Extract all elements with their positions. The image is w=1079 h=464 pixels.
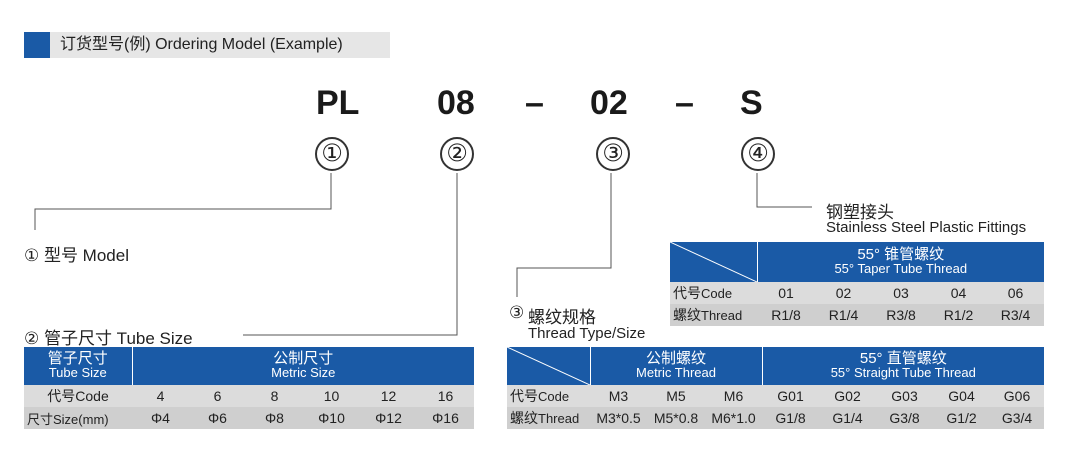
metric-thread-en: Metric Thread (636, 365, 716, 380)
thread-size: M5*0.8 (653, 410, 699, 426)
tube-code: 12 (380, 388, 397, 404)
straight-thread-en: 55° Straight Tube Thread (830, 365, 976, 380)
metric-thread-header: 公制螺纹 Metric Thread (589, 347, 763, 385)
tube-head-en: Tube Size (48, 365, 107, 380)
taper-thread: R1/2 (943, 307, 974, 323)
tube-code: 6 (213, 388, 222, 404)
thread-size: M3*0.5 (596, 410, 641, 426)
taper-header-cn: 55° 锥管螺纹 (857, 246, 945, 263)
code-part-thread: 02 (590, 84, 628, 122)
tube-code: 4 (156, 388, 165, 404)
marker-2: ② (440, 137, 474, 171)
thread-code: M6 (723, 388, 744, 404)
metric-thread-cn: 公制螺纹 (646, 350, 707, 367)
taper-code-label: 代号Code (673, 285, 733, 301)
thread-code: G06 (1003, 388, 1031, 404)
tube-code: 10 (323, 388, 340, 404)
leader-line-thread (516, 173, 612, 297)
label-fitting-en: Stainless Steel Plastic Fittings (826, 219, 1027, 236)
taper-thread: R3/8 (886, 307, 916, 323)
label-thread-en: Thread Type/Size (528, 325, 646, 342)
taper-thread-label: 螺纹Thread (673, 307, 743, 323)
tube-group-en: Metric Size (271, 365, 336, 380)
tube-size-row: 尺寸Size(mm) Φ4 Φ6 Φ8 Φ10 Φ12 Φ16 (24, 407, 475, 429)
taper-code: 06 (1007, 285, 1024, 301)
tube-size-label: 尺寸Size(mm) (27, 411, 109, 427)
taper-corner-diagonal (670, 242, 757, 282)
tube-size: Φ12 (375, 410, 402, 426)
header-bar (24, 32, 390, 58)
marker-3: ③ (596, 137, 630, 171)
taper-code: 03 (893, 285, 909, 301)
code-dash-1: – (525, 84, 544, 122)
label-thread-num: ③ (509, 303, 525, 322)
taper-corner-cell (670, 242, 757, 282)
taper-code: 01 (778, 285, 794, 301)
tube-code: 16 (437, 388, 454, 404)
leader-line-fitting (756, 173, 812, 208)
tube-group-cn: 公制尺寸 (273, 350, 334, 367)
thread-size: M6*1.0 (711, 410, 756, 426)
tube-size: Φ16 (432, 410, 459, 426)
tube-code-label: 代号Code (47, 388, 109, 404)
thread-size: G1/4 (832, 410, 863, 426)
thread-corner-diagonal (507, 347, 590, 385)
thread-code: G04 (948, 388, 975, 404)
header-square-icon (24, 32, 50, 58)
thread-size: G3/8 (889, 410, 920, 426)
tube-group-header: 公制尺寸 Metric Size (131, 347, 475, 385)
leader-line-model (34, 173, 332, 230)
code-part-fitting: S (740, 84, 763, 122)
thread-code: G02 (834, 388, 861, 404)
taper-header-en: 55° Taper Tube Thread (834, 261, 968, 276)
tube-head-cn: 管子尺寸 (47, 350, 108, 367)
tube-head-cell: 管子尺寸 Tube Size (24, 347, 132, 385)
header-title: 订货型号(例) Ordering Model (Example) (60, 36, 343, 53)
tube-code-row: 代号Code 4 6 8 10 12 16 (24, 385, 475, 407)
taper-header: 55° 锥管螺纹 55° Taper Tube Thread (756, 242, 1045, 282)
code-dash-2: – (675, 84, 694, 122)
taper-thread: R1/8 (771, 307, 801, 323)
leader-line-tube (243, 173, 458, 336)
straight-thread-cn: 55° 直管螺纹 (859, 350, 947, 367)
taper-code: 02 (835, 285, 852, 301)
tube-size-table: 管子尺寸 Tube Size 公制尺寸 Metric Size 代号Code 4… (24, 347, 475, 429)
tube-size: Φ6 (208, 410, 227, 426)
thread-thread-label: 螺纹Thread (510, 410, 580, 426)
taper-code: 04 (950, 285, 967, 301)
tube-size: Φ8 (265, 410, 284, 426)
taper-thread: R3/4 (1000, 307, 1031, 323)
thread-code-row: 代号Code M3 M5 M6 G01 G02 G03 G04 G06 (507, 385, 1045, 407)
code-part-model: PL (316, 84, 360, 122)
marker-4: ④ (741, 137, 775, 171)
label-model: ① 型号 Model (24, 246, 129, 265)
thread-corner-cell (507, 347, 590, 385)
tube-size: Φ10 (318, 410, 345, 426)
taper-thread: R1/4 (828, 307, 859, 323)
taper-thread-table: 55° 锥管螺纹 55° Taper Tube Thread 代号Code 01… (670, 242, 1045, 326)
label-tube-size: ② 管子尺寸 Tube Size (24, 329, 193, 348)
thread-code-label: 代号Code (510, 388, 570, 404)
thread-size: G1/2 (946, 410, 977, 426)
tube-size: Φ4 (151, 410, 170, 426)
thread-code: G03 (891, 388, 918, 404)
thread-table: 公制螺纹 Metric Thread 55° 直管螺纹 55° Straight… (507, 347, 1045, 429)
taper-code-row: 代号Code 01 02 03 04 06 (670, 282, 1045, 304)
thread-code: M5 (666, 388, 686, 404)
tube-code: 8 (270, 388, 279, 404)
thread-size: G3/4 (1001, 410, 1033, 426)
thread-code: G01 (777, 388, 804, 404)
thread-size: G1/8 (775, 410, 806, 426)
label-fitting-cn: 钢塑接头 (826, 203, 894, 222)
taper-thread-row: 螺纹Thread R1/8 R1/4 R3/8 R1/2 R3/4 (670, 304, 1045, 326)
straight-thread-header: 55° 直管螺纹 55° Straight Tube Thread (761, 347, 1045, 385)
code-part-tube: 08 (437, 84, 475, 122)
marker-1: ① (315, 137, 349, 171)
label-thread-cn: 螺纹规格 (528, 308, 596, 327)
thread-code: M3 (608, 388, 629, 404)
thread-size-row: 螺纹Thread M3*0.5 M5*0.8 M6*1.0 G1/8 G1/4 … (507, 407, 1045, 429)
